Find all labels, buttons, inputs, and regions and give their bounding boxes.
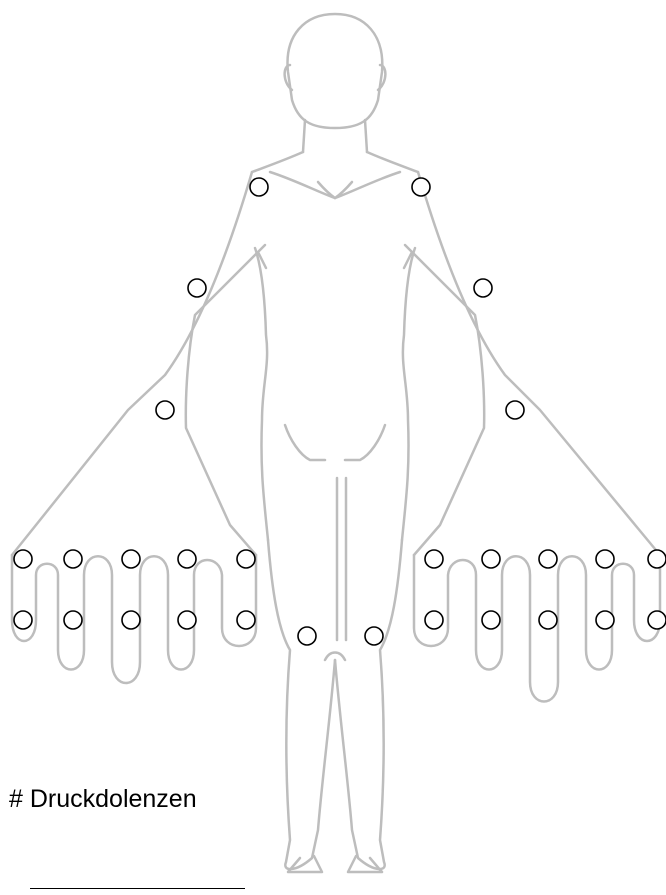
joint-marker-left-hand-pip-3[interactable]: [539, 611, 557, 629]
body-outline: [12, 14, 660, 872]
joint-marker-left-hand-pip-4[interactable]: [596, 611, 614, 629]
joint-marker-left-hand-pip-5[interactable]: [648, 611, 666, 629]
joint-marker-shoulder-right[interactable]: [250, 178, 268, 196]
joint-marker-left-hand-mcp-2[interactable]: [482, 550, 500, 568]
joint-marker-knee-left[interactable]: [365, 627, 383, 645]
joint-marker-left-hand-pip-2[interactable]: [482, 611, 500, 629]
joint-marker-right-hand-pip-4[interactable]: [178, 611, 196, 629]
joint-marker-right-hand-pip-3[interactable]: [122, 611, 140, 629]
joint-marker-wrist-left[interactable]: [506, 401, 524, 419]
joint-marker-right-hand-pip-5[interactable]: [237, 611, 255, 629]
joint-marker-shoulder-left[interactable]: [412, 178, 430, 196]
joint-marker-elbow-right[interactable]: [188, 279, 206, 297]
tender-joint-count-label: # Druckdolenzen: [9, 785, 197, 814]
joint-marker-right-hand-pip-2[interactable]: [64, 611, 82, 629]
joint-marker-left-hand-pip-1[interactable]: [425, 611, 443, 629]
joint-marker-wrist-right[interactable]: [156, 401, 174, 419]
joint-marker-left-hand-mcp-3[interactable]: [539, 550, 557, 568]
joint-marker-right-hand-pip-1[interactable]: [14, 611, 32, 629]
tender-joint-count-answer-line[interactable]: [30, 888, 245, 889]
joint-marker-left-hand-mcp-5[interactable]: [648, 550, 666, 568]
joint-marker-right-hand-mcp-2[interactable]: [64, 550, 82, 568]
joint-marker-right-hand-mcp-4[interactable]: [178, 550, 196, 568]
joint-marker-left-hand-mcp-4[interactable]: [596, 550, 614, 568]
joint-marker-elbow-left[interactable]: [474, 279, 492, 297]
joint-marker-right-hand-mcp-3[interactable]: [122, 550, 140, 568]
joint-marker-left-hand-mcp-1[interactable]: [425, 550, 443, 568]
joint-marker-knee-right[interactable]: [298, 627, 316, 645]
joint-marker-right-hand-mcp-5[interactable]: [237, 550, 255, 568]
joint-marker-right-hand-mcp-1[interactable]: [14, 550, 32, 568]
